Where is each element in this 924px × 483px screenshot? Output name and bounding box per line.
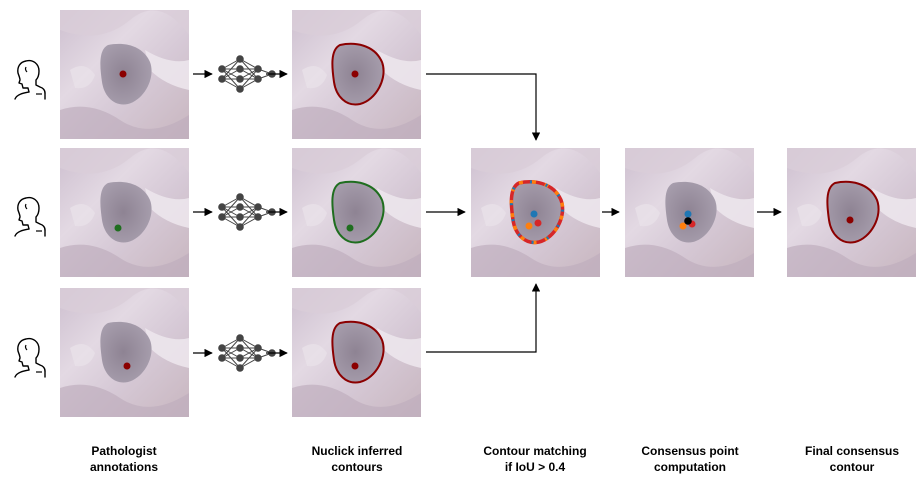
caption-matching: Contour matching if IoU > 0.4 xyxy=(460,443,610,475)
caption-consensus-point-line2: computation xyxy=(654,460,726,474)
caption-pathologist-line2: annotations xyxy=(90,460,158,474)
caption-nuclick: Nuclick inferred contours xyxy=(282,443,432,475)
consensus-point-tile xyxy=(625,148,754,277)
caption-matching-line1: Contour matching xyxy=(483,444,587,458)
nuclick-tile-1 xyxy=(292,10,421,139)
contour-matching-tile xyxy=(471,148,600,277)
pathologist-head-icon xyxy=(14,337,46,378)
caption-pathologist-line1: Pathologist xyxy=(91,444,157,458)
caption-final-line2: contour xyxy=(829,460,875,474)
final-consensus-tile xyxy=(787,148,916,277)
annotation-point-3 xyxy=(123,362,131,370)
caption-matching-line2: if IoU > 0.4 xyxy=(504,460,566,474)
caption-consensus-point: Consensus point computation xyxy=(615,443,765,475)
annotation-point-1 xyxy=(119,70,127,78)
nuclick-tile-2 xyxy=(292,148,421,277)
pathologist-head-icon xyxy=(14,196,46,237)
caption-pathologist: Pathologist annotations xyxy=(49,443,199,475)
caption-nuclick-line2: contours xyxy=(331,460,383,474)
caption-nuclick-line1: Nuclick inferred xyxy=(311,444,403,458)
caption-final: Final consensus contour xyxy=(777,443,924,475)
caption-consensus-point-line1: Consensus point xyxy=(641,444,739,458)
annotation-tile-3 xyxy=(60,288,189,417)
annotation-tile-2 xyxy=(60,148,189,277)
annotation-point-2 xyxy=(114,224,122,232)
consensus-point xyxy=(684,217,692,225)
nuclick-tile-3 xyxy=(292,288,421,417)
annotation-tile-1 xyxy=(60,10,189,139)
pathologist-head-icon xyxy=(14,59,46,100)
caption-final-line1: Final consensus xyxy=(804,444,900,458)
